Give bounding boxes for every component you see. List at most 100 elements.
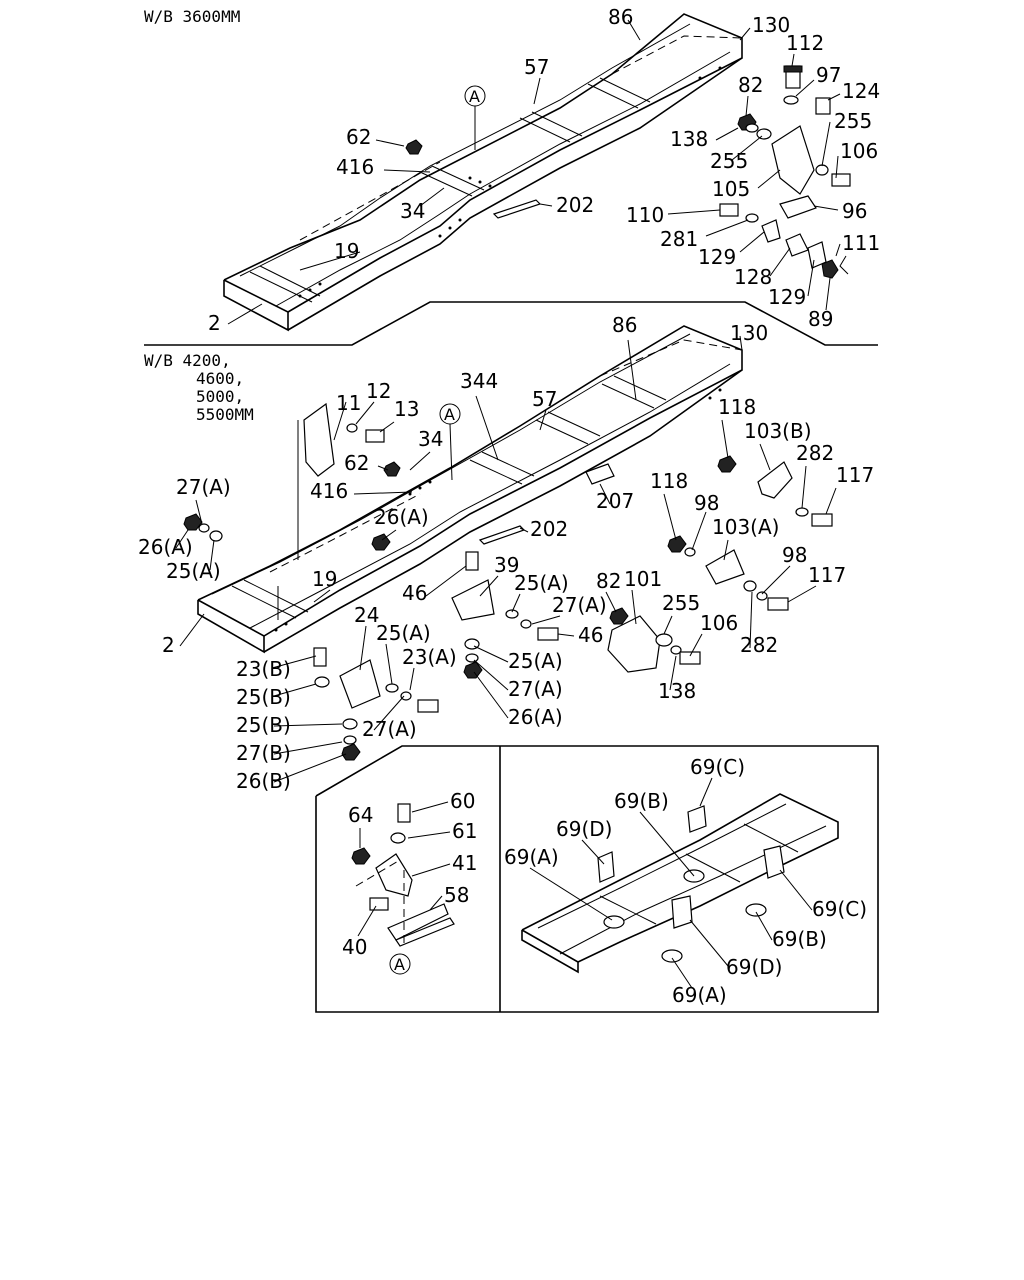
leader-line [671,957,693,989]
leader-line [627,19,641,41]
leader-line [705,219,749,237]
label-58: 58 [444,883,469,907]
label-69c-right: 69(C) [812,897,867,921]
label-25a-center: 25(A) [376,621,431,645]
label-118-mid: 118 [650,469,688,493]
leader-line [227,303,263,325]
label-98-mid: 98 [782,543,807,567]
label-118-top: 118 [718,395,756,419]
label-255: 255 [662,591,700,615]
leader-line [825,487,837,515]
leader-line [715,127,739,141]
label-103a: 103(A) [712,515,779,539]
leader-line [359,625,367,671]
leader-line [689,919,729,967]
leader-line [689,633,703,657]
leader-line [357,905,377,937]
callout-a: A [444,405,455,424]
header-wb-3600: W/B 3600MM [144,7,240,26]
label-27a-bottom: 27(A) [362,717,417,741]
label-2: 2 [208,311,221,335]
label-416: 416 [336,155,374,179]
label-26a-center: 26(A) [374,505,429,529]
label-98-top: 98 [694,491,719,515]
leader-line [179,613,205,647]
label-19: 19 [312,567,337,591]
leader-line [827,93,841,101]
label-106: 106 [700,611,738,635]
leader-line [757,169,781,189]
label-202: 202 [530,517,568,541]
label-110: 110 [626,203,664,227]
leader-line [759,443,771,471]
label-25a-right: 25(A) [508,649,563,673]
label-97: 97 [816,63,841,87]
leader-line [429,895,443,911]
leader-line [787,585,817,603]
label-26b: 26(B) [236,769,291,793]
label-23b: 23(B) [236,657,291,681]
leader-line [373,695,405,731]
leader-line [769,247,791,277]
leader-line [299,251,361,271]
leader-line [663,615,673,635]
leader-line [825,277,831,311]
leader-line [557,633,575,637]
label-2: 2 [162,633,175,657]
leader-line [813,205,839,211]
label-103b: 103(B) [744,419,812,443]
callout-a: A [469,87,480,106]
label-62: 62 [346,125,371,149]
leader-line [739,335,743,351]
leader-line [539,203,553,207]
label-13: 13 [394,397,419,421]
header-wb-4200: W/B 4200, [144,351,231,370]
leader-line [779,869,813,911]
leader-line [449,423,453,481]
leader-line [375,139,405,147]
leader-line [835,155,839,179]
leader-line [533,77,541,105]
label-62: 62 [344,451,369,475]
label-25b-bottom: 25(B) [236,713,291,737]
inset-right-labels: 69(C) 69(B) 69(D) 69(A) 69(C) 69(B) 69(D… [504,755,867,1007]
leader-line [731,135,763,161]
label-138: 138 [658,679,696,703]
leader-line [409,667,415,691]
label-25a-mid: 25(A) [514,571,569,595]
label-34: 34 [418,427,443,451]
leader-line [195,499,203,525]
label-19: 19 [334,239,359,263]
leader-line [209,539,215,571]
label-130: 130 [730,321,768,345]
leader-line [425,565,467,597]
leader-line [631,589,637,625]
header-wb-5000: 5000, [196,387,244,406]
label-40: 40 [342,935,367,959]
label-129-left: 129 [698,245,736,269]
label-12: 12 [366,379,391,403]
leader-line [379,421,395,433]
label-255-right: 255 [834,109,872,133]
leader-line [473,671,509,719]
label-39: 39 [494,553,519,577]
label-60: 60 [450,789,475,813]
label-138: 138 [670,127,708,151]
leader-line [755,911,773,941]
inset-right-frame [521,793,839,974]
leader-line [795,79,815,97]
leader-line [407,831,451,839]
leader-line [377,465,389,471]
leader-line [411,801,449,813]
label-27a-left: 27(A) [176,475,231,499]
leader-line [721,419,729,459]
leader-line [383,169,431,173]
label-129-right: 129 [768,285,806,309]
leader-line [539,409,547,431]
leader-line [273,723,343,727]
header-wb-5500: 5500MM [196,405,254,424]
leader-line [739,27,751,41]
label-46-right: 46 [578,623,603,647]
label-25b-top: 25(B) [236,685,291,709]
label-27a-right: 27(A) [508,677,563,701]
